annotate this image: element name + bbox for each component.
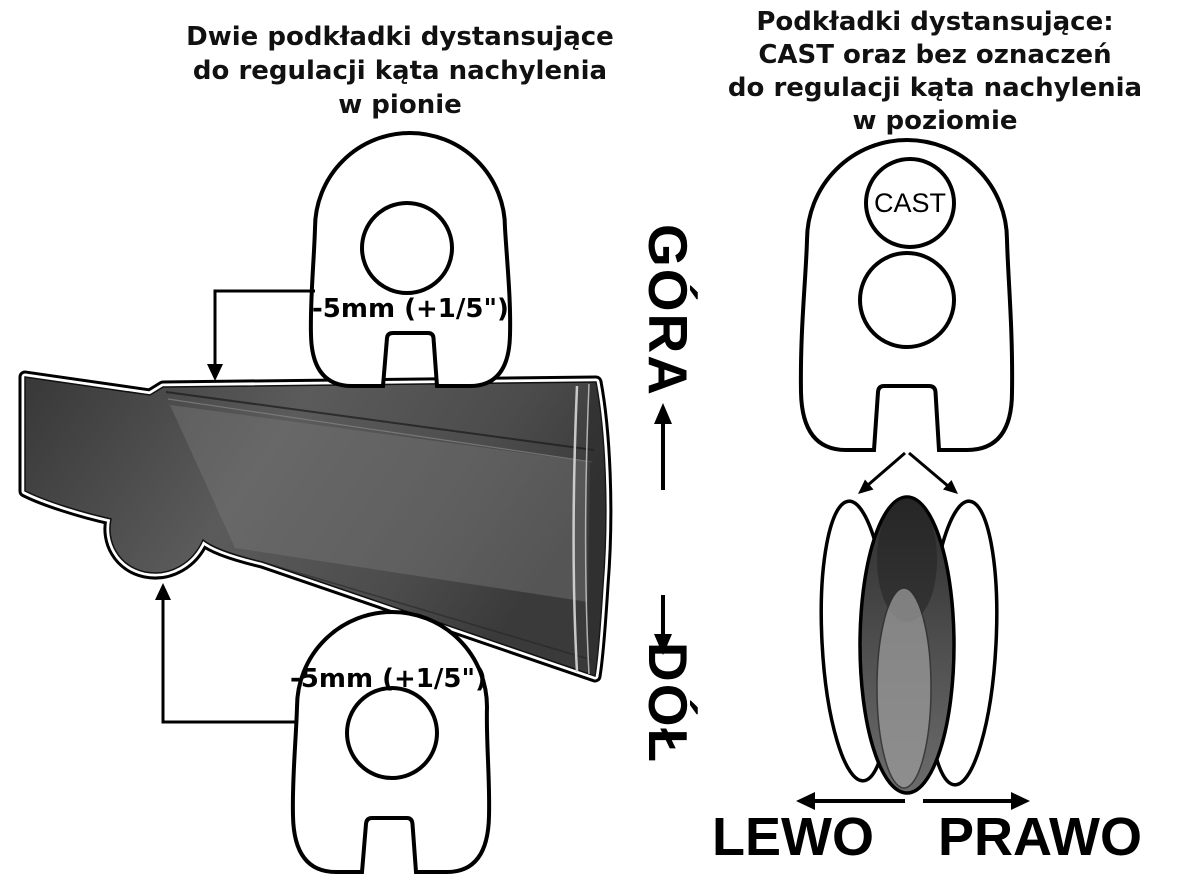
- buttpad-drawing: [819, 495, 999, 795]
- buttpad-core-inner-highlight: [876, 587, 932, 789]
- cast-left-pointer-shaft: [867, 451, 906, 487]
- right-diagram-title: Podkładki dystansujące: CAST oraz bez oz…: [685, 6, 1185, 138]
- recoil-pad-shade: [585, 382, 606, 676]
- stock-highlight-band: [170, 405, 590, 602]
- stock-comb-line: [165, 391, 595, 451]
- recoil-pad-seam-inner: [584, 383, 590, 675]
- lower-shim-arrowhead: [155, 583, 171, 600]
- lower-shim-hole: [345, 686, 439, 780]
- left-title-line-2: do regulacji kąta nachylenia: [192, 56, 608, 86]
- stock-drawing: [18, 370, 613, 683]
- cast-shim-top-hole: [864, 157, 956, 249]
- direction-label-up: GÓRA: [637, 224, 699, 397]
- upper-shim-drawing: [207, 130, 513, 388]
- cast-right-pointer-shaft: [908, 451, 949, 488]
- lower-shim-drawing: [155, 583, 492, 874]
- upper-shim-arrowhead: [207, 364, 223, 381]
- stock-comb-highlight: [167, 398, 593, 463]
- right-arrow-head: [1011, 792, 1030, 810]
- left-title-line-3: w pionie: [338, 90, 462, 120]
- upper-shim-thickness-label: -5mm (+1/5"): [312, 294, 509, 324]
- upper-shim-leader-line: [213, 289, 315, 372]
- right-title-line-1: Podkładki dystansujące:: [756, 7, 1114, 37]
- cast-marking-label: CAST: [873, 188, 946, 218]
- cast-right-pointer-head: [943, 480, 958, 494]
- direction-label-left: LEWO: [712, 807, 874, 867]
- cast-shim-bottom-hole: [858, 251, 956, 349]
- vertical-direction-arrows: [654, 403, 672, 655]
- left-title-line-1: Dwie podkładki dystansujące: [186, 22, 614, 52]
- direction-label-right: PRAWO: [937, 807, 1142, 867]
- right-title-line-3: do regulacji kąta nachylenia: [727, 73, 1143, 103]
- cast-shim-drawing: [798, 137, 1015, 494]
- down-arrow-head: [654, 634, 672, 655]
- horizontal-direction-arrows: [796, 792, 1030, 810]
- buttpad-core-top-shade: [877, 498, 937, 622]
- right-title-line-4: w poziomie: [852, 106, 1018, 136]
- cast-left-pointer-head: [858, 479, 874, 494]
- lower-shim-thickness-label: -5mm (+1/5"): [290, 664, 487, 694]
- direction-label-down: DÓŁ: [637, 642, 699, 765]
- stock-belly-line: [261, 561, 593, 661]
- up-arrow-head: [654, 403, 672, 424]
- upper-shim-hole: [360, 201, 454, 295]
- left-diagram-title: Dwie podkładki dystansujące do regulacji…: [120, 20, 680, 122]
- left-arrow-head: [796, 792, 815, 810]
- recoil-pad-seam-outer: [572, 385, 579, 673]
- lower-shim-leader-line: [161, 592, 298, 724]
- right-title-line-2: CAST oraz bez oznaczeń: [758, 40, 1112, 70]
